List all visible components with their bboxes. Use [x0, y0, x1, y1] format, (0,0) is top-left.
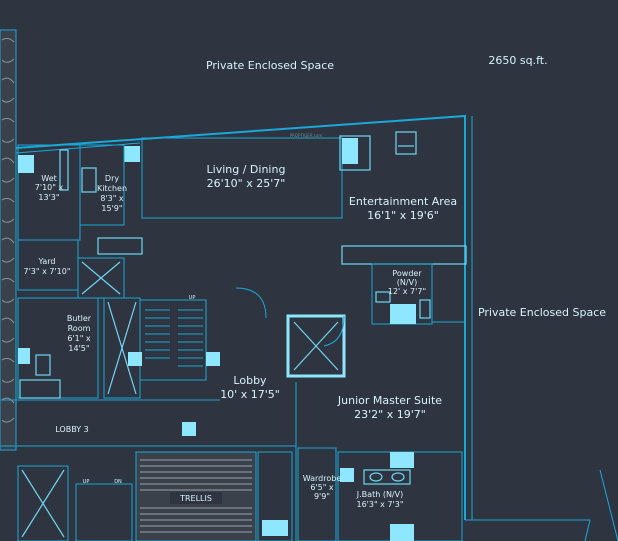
label-living-dining: Living / Dining — [207, 163, 286, 176]
label-butler: Butler — [67, 314, 92, 323]
label-wet-dim2: 13'3" — [38, 193, 59, 202]
junior-master-suite — [295, 382, 463, 541]
label-wet-dim1: 7'10" x — [35, 183, 64, 192]
label-butler-dim2: 14'5" — [68, 344, 89, 353]
label-kitchen: Kitchen — [97, 184, 127, 193]
label-up-small: UP — [83, 479, 90, 485]
label-powder: Powder — [392, 269, 422, 278]
label-wardrobe-dim1: 6'5" x — [310, 483, 334, 492]
label-area-sqft: 2650 sq.ft. — [488, 54, 547, 67]
label-powder-dim: 12' x 7'7" — [388, 287, 426, 296]
label-dry: Dry — [105, 174, 119, 183]
label-room: Room — [68, 324, 91, 333]
label-powder-nv: (N/V) — [397, 278, 417, 287]
label-watermark: PROPTIGER.com — [290, 133, 323, 138]
label-junior-master-dim: 23'2" x 19'7" — [354, 408, 426, 421]
room-labels: Private Enclosed Space 2650 sq.ft. PROPT… — [23, 54, 606, 509]
label-dn-small: DN — [114, 479, 122, 485]
label-jbath: J.Bath (N/V) — [356, 490, 403, 499]
label-lobby3: LOBBY 3 — [55, 425, 89, 434]
label-yard: Yard — [38, 257, 56, 266]
label-lobby-dim: 10' x 17'5" — [220, 388, 280, 401]
trellis-label-bg — [170, 492, 222, 504]
lobby-lift — [235, 287, 346, 378]
label-wardrobe: Wardrobe — [303, 474, 342, 483]
label-private-enclosed-top: Private Enclosed Space — [206, 59, 334, 72]
label-kitchen-dim2: 15'9" — [101, 204, 122, 213]
label-junior-master: Junior Master Suite — [337, 394, 442, 407]
living-dining-room — [124, 131, 417, 219]
label-up-stair: UP — [189, 295, 196, 301]
stone-cladding-wall — [0, 29, 17, 451]
label-wardrobe-dim2: 9'9" — [314, 492, 330, 501]
entertainment-powder-area — [341, 245, 467, 325]
label-kitchen-dim1: 8'3" x — [100, 194, 124, 203]
yard-butler-area — [17, 239, 125, 399]
label-wet: Wet — [41, 174, 57, 183]
label-yard-dim: 7'3" x 7'10" — [23, 267, 70, 276]
stair-and-lift-core — [103, 297, 220, 399]
label-entertainment-dim: 16'1" x 19'6" — [367, 209, 439, 222]
label-entertainment: Entertainment Area — [349, 195, 457, 208]
label-trellis: TRELLIS — [179, 494, 212, 503]
label-jbath-dim: 16'3" x 7'3" — [356, 500, 403, 509]
label-private-enclosed-right: Private Enclosed Space — [478, 306, 606, 319]
outer-walls — [15, 114, 618, 541]
label-living-dining-dim: 26'10" x 25'7" — [207, 177, 286, 190]
label-butler-dim1: 6'1" x — [67, 334, 91, 343]
label-lobby: Lobby — [233, 374, 267, 387]
